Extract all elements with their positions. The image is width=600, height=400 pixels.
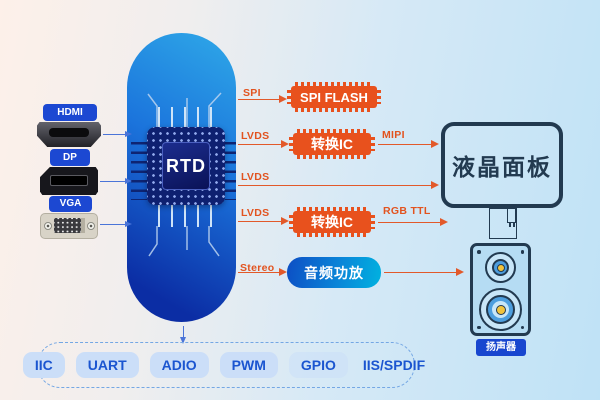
vga-arrow [100, 220, 132, 227]
signal-mipi: MIPI [382, 129, 405, 141]
amp-to-speaker-arrow [384, 268, 464, 276]
lcd-panel-block: 液晶面板 [441, 122, 563, 208]
lvds1-arrow [238, 140, 289, 148]
dp-label: DP [50, 149, 90, 166]
mipi-arrow [378, 140, 439, 148]
spi-flash-label: SPI FLASH [291, 86, 377, 108]
spi-arrow [238, 95, 287, 103]
signal-lvds-3: LVDS [241, 207, 270, 219]
signal-spi: SPI [243, 87, 261, 99]
speaker-screw [477, 325, 481, 329]
chip-pins-left [131, 142, 147, 200]
converter-ic-2-block: 转换IC [289, 207, 375, 237]
spi-flash-block: SPI FLASH [287, 82, 381, 112]
lcd-panel-stand [489, 208, 517, 239]
chip-traces-bottom [148, 226, 220, 257]
converter-ic-2-label: 转换IC [293, 211, 371, 233]
plug-leg [513, 223, 515, 227]
signal-stereo: Stereo [240, 262, 275, 274]
lcd-panel-plug [507, 208, 516, 223]
signal-lvds-2: LVDS [241, 171, 270, 183]
vga-pin-grid [54, 218, 81, 233]
ic-teeth [289, 137, 293, 151]
ic-teeth [287, 90, 291, 104]
peripheral-pwm: PWM [219, 352, 278, 378]
ic-teeth [295, 82, 373, 86]
peripheral-uart: UART [75, 352, 139, 378]
speaker-icon [470, 243, 531, 336]
signal-rgb-ttl: RGB TTL [383, 205, 431, 217]
hdmi-arrow [103, 130, 132, 137]
vga-screw-right [87, 222, 95, 230]
converter-ic-1-block: 转换IC [289, 129, 375, 159]
ic-teeth [295, 108, 373, 112]
hdmi-label: HDMI [43, 104, 97, 121]
peripheral-iis-spdif: IIS/SPDIF [362, 357, 426, 373]
chip-pins-right [225, 142, 236, 200]
lvds2-arrow [238, 181, 439, 189]
lvds3-arrow [238, 217, 289, 225]
ic-teeth [297, 233, 367, 237]
peripheral-iic: IIC [22, 352, 65, 378]
peripheral-adio: ADIO [149, 352, 209, 378]
rtd-chip: RTD [147, 127, 225, 205]
woofer-core [495, 304, 506, 315]
dp-connector-slot [50, 175, 88, 186]
chip-pins-bottom [158, 205, 214, 227]
audio-amp-block: 音频功放 [287, 257, 381, 288]
speaker-screw [520, 250, 524, 254]
ic-teeth [297, 155, 367, 159]
soc-to-peripherals-arrow [179, 326, 186, 344]
tweeter-core [496, 263, 505, 272]
speaker-screw [477, 250, 481, 254]
converter-ic-1-label: 转换IC [293, 133, 371, 155]
plug-leg [509, 223, 511, 227]
ic-teeth [371, 137, 375, 151]
ic-teeth [297, 129, 367, 133]
ic-teeth [371, 215, 375, 229]
stereo-arrow [238, 268, 287, 276]
hdmi-connector-slot [49, 128, 89, 137]
ic-teeth [377, 90, 381, 104]
peripheral-gpio: GPIO [288, 352, 348, 378]
ic-teeth [297, 207, 367, 211]
vga-tab [81, 218, 85, 233]
peripheral-bar: IIC UART ADIO PWM GPIO IIS/SPDIF [22, 342, 425, 388]
vga-screw-left [44, 222, 52, 230]
rtd-chip-label: RTD [162, 142, 210, 190]
speaker-label: 扬声器 [476, 339, 526, 356]
vga-label: VGA [49, 196, 92, 212]
speaker-screw [520, 325, 524, 329]
dp-arrow [100, 177, 132, 184]
ic-teeth [289, 215, 293, 229]
chip-pins-top [158, 107, 214, 127]
signal-lvds-1: LVDS [241, 130, 270, 142]
rgb-ttl-arrow [378, 218, 448, 226]
